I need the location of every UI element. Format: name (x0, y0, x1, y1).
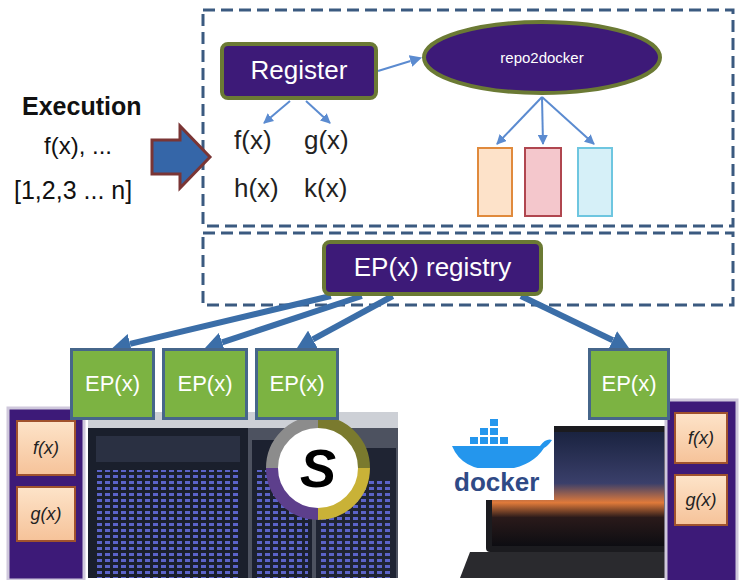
container-image (478, 148, 512, 216)
register-arrow (264, 101, 290, 123)
text-stack: g(x) (31, 504, 62, 525)
endpoint-box: EP(x) (588, 348, 670, 420)
build-arrow (497, 97, 542, 144)
text-stack: EP(x) (270, 371, 325, 396)
singularity-letter: S (300, 437, 336, 499)
text-stack: EP(x) registry (354, 253, 511, 283)
execution-inputs: [1,2,3 ... n] (14, 176, 132, 205)
text-stack: EP(x) (178, 371, 233, 396)
docker-box (490, 437, 498, 444)
register-box: Register (220, 42, 378, 100)
build-arrow (542, 97, 594, 144)
docker-logo-ground (446, 418, 554, 500)
endpoint-box: EP(x) (162, 348, 248, 420)
endpoint-label: EP(x) (270, 371, 325, 396)
ellipse-label: repo2docker (500, 49, 583, 66)
docker-wordmark: docker (452, 468, 541, 498)
function-box: g(x) (674, 474, 728, 526)
cloud-service-region (203, 10, 733, 226)
container-image (578, 148, 612, 216)
docker-box (500, 437, 508, 444)
connector-arrow (222, 296, 362, 342)
endpoint-label: EP(x) (602, 371, 657, 396)
text-stack: f(x) (688, 428, 714, 449)
registry-region (203, 233, 733, 305)
singularity-logo (272, 422, 364, 514)
function-box: f(x) (674, 412, 728, 464)
docker-box (480, 437, 488, 444)
text-stack: g(x) (686, 490, 717, 511)
execution-functions: f(x), ... (44, 132, 112, 160)
endpoint-label: EP(x) (178, 371, 233, 396)
cray-room (88, 412, 398, 578)
execution-heading: Execution (22, 92, 141, 121)
endpoint-label: EP(x) (85, 371, 140, 396)
function-name: f(x) (234, 126, 272, 156)
text-stack: f(x) (33, 438, 59, 459)
cray-rack (88, 428, 248, 578)
docker-box (490, 428, 498, 435)
docker-box (480, 428, 488, 435)
endpoint-box: EP(x) (70, 348, 155, 420)
connector-arrow (313, 296, 393, 339)
execution-arrow (152, 126, 210, 188)
laptop-base (460, 552, 700, 578)
box-label: EP(x) registry (354, 253, 511, 283)
connector-arrow (378, 61, 411, 71)
text-stack: EP(x) (85, 371, 140, 396)
build-arrow (542, 97, 543, 144)
register-arrow (306, 101, 330, 123)
connector-arrow (521, 296, 613, 340)
docker-box (490, 419, 498, 426)
ellipse-shape (424, 22, 660, 93)
cray-vents (96, 470, 240, 578)
registry-box: EP(x) registry (322, 240, 543, 296)
function-label: f(x) (688, 428, 714, 449)
repo2docker-ellipse: repo2docker (422, 20, 662, 95)
function-box: g(x) (16, 486, 76, 542)
container-image (525, 148, 561, 216)
function-name: g(x) (304, 126, 349, 156)
function-label: g(x) (686, 490, 717, 511)
function-column (666, 400, 737, 580)
box-label: Register (251, 56, 348, 86)
function-name: k(x) (304, 174, 347, 204)
function-label: g(x) (31, 504, 62, 525)
text-stack: EP(x) (602, 371, 657, 396)
function-column (8, 408, 84, 580)
docker-box (470, 437, 478, 444)
function-box: f(x) (16, 420, 76, 476)
function-label: f(x) (33, 438, 59, 459)
function-name: h(x) (234, 174, 279, 204)
text-stack: repo2docker (500, 49, 583, 66)
text-stack: Register (251, 56, 348, 86)
cray-panel (96, 436, 240, 462)
docker-whale (452, 440, 552, 470)
endpoint-box: EP(x) (255, 348, 339, 420)
